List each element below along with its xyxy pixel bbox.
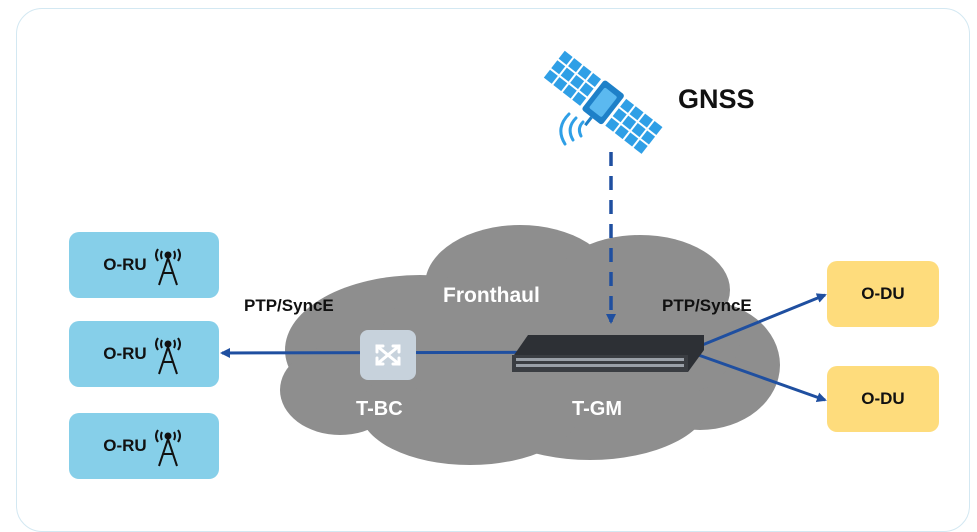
odu-label: O-DU <box>861 284 905 303</box>
link-tgm-to-odu-top <box>689 293 827 352</box>
radio-tower-icon <box>154 429 181 467</box>
fronthaul-label: Fronthaul <box>443 284 540 307</box>
tgm-switch-icon <box>512 335 704 372</box>
oru-label: O-RU <box>103 344 147 363</box>
oru-box: O-RU <box>69 232 219 298</box>
radio-tower-icon <box>154 337 181 375</box>
link-label-right: PTP/SyncE <box>662 296 752 315</box>
radio-tower-icon <box>154 248 181 286</box>
tbc-label: T-BC <box>356 398 403 420</box>
oru-label: O-RU <box>103 255 147 274</box>
link-tgm-to-odu-bottom <box>689 350 827 403</box>
gnss-label: GNSS <box>678 84 755 114</box>
link-label-left: PTP/SyncE <box>244 296 334 315</box>
odu-box: O-DU <box>827 261 939 327</box>
tgm-label: T-GM <box>572 398 622 420</box>
satellite-icon <box>543 50 663 154</box>
oru-box: O-RU <box>69 321 219 387</box>
oru-box: O-RU <box>69 413 219 479</box>
odu-box: O-DU <box>827 366 939 432</box>
tbc-switch-icon <box>360 330 416 380</box>
oru-label: O-RU <box>103 436 147 455</box>
signal-waves-icon <box>559 112 585 146</box>
odu-label: O-DU <box>861 389 905 408</box>
